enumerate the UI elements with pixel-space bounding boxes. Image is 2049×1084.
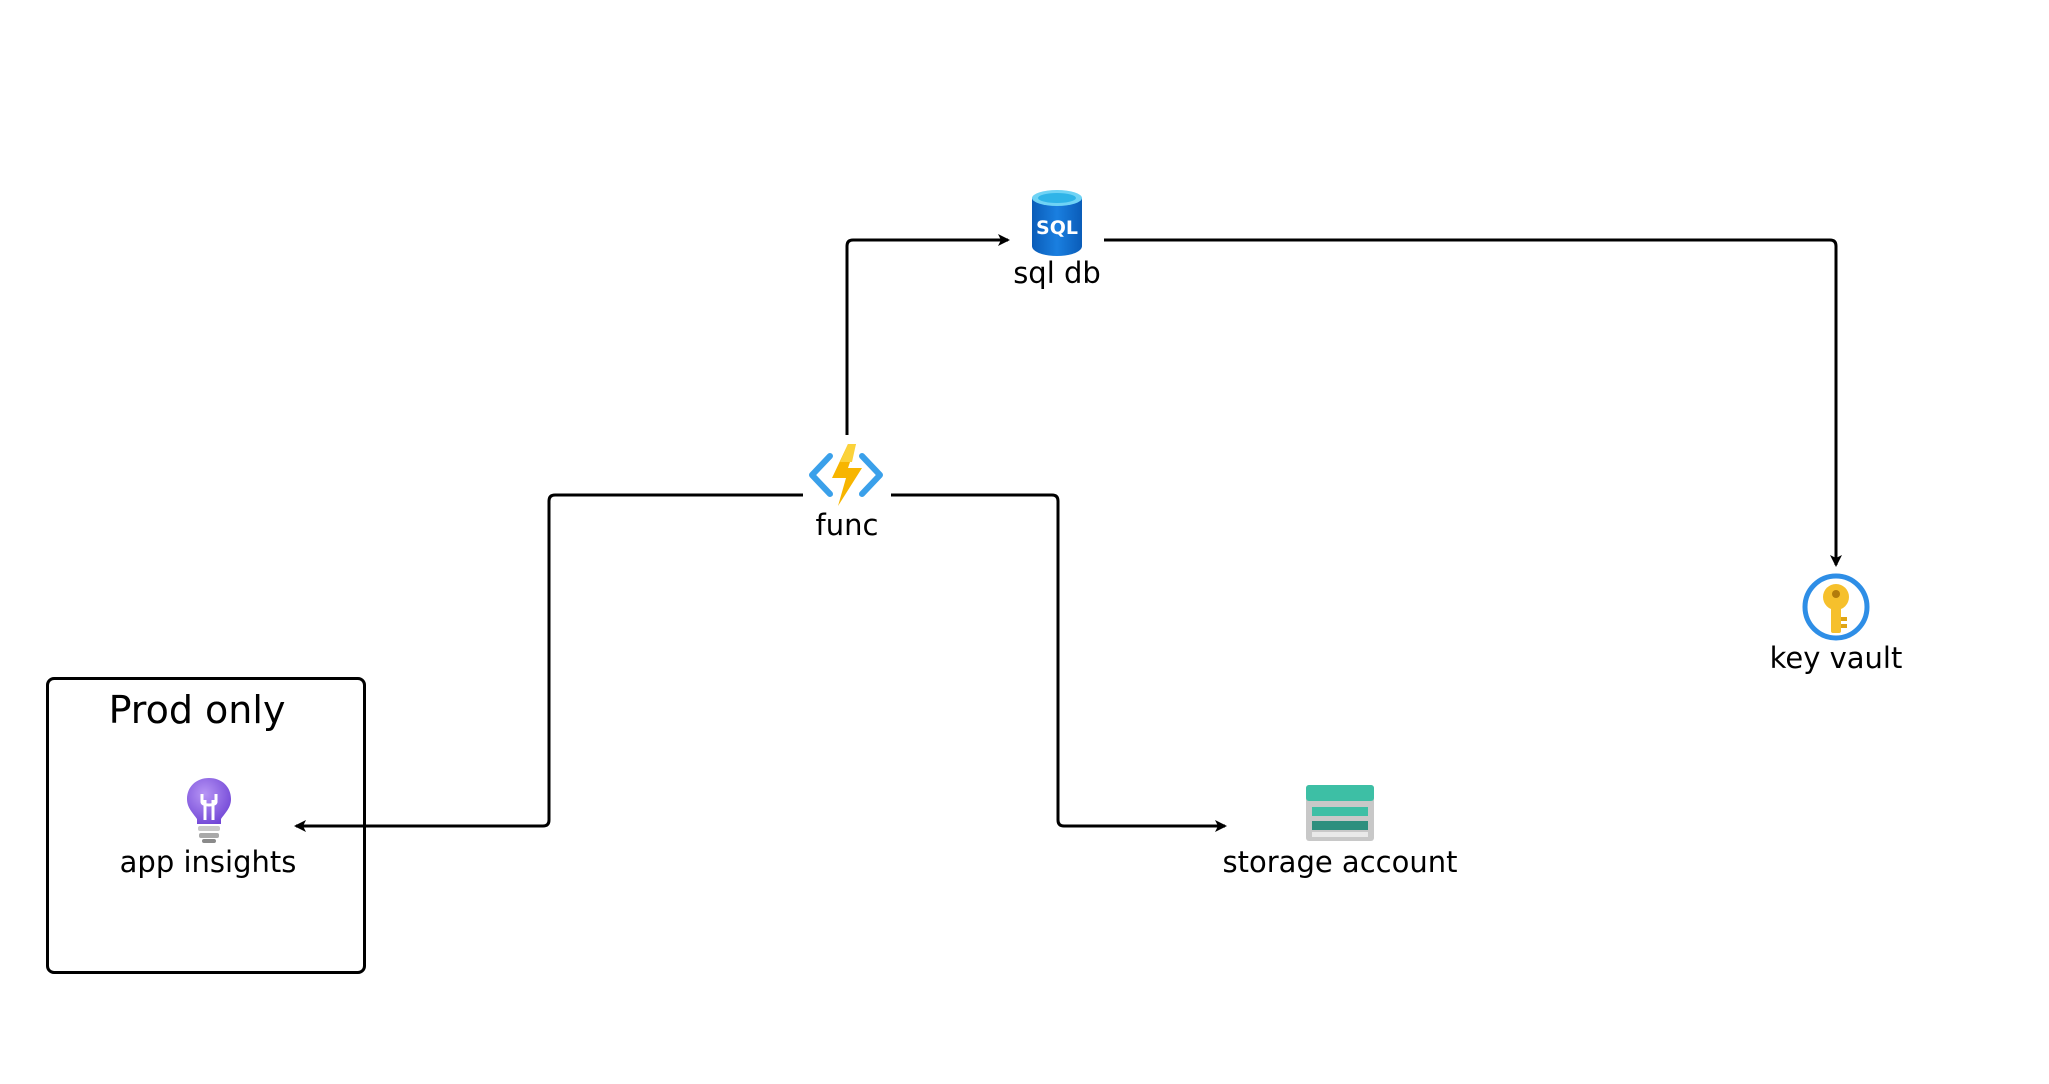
storage-account-label: storage account <box>1222 845 1458 879</box>
storage-account-node[interactable] <box>1306 785 1374 841</box>
key-vault-icon <box>1802 573 1870 641</box>
edge-func-to-storage-account <box>891 493 1227 832</box>
app-insights-label: app insights <box>119 845 297 879</box>
sql-database-icon: SQL <box>1032 190 1082 256</box>
function-app-icon <box>809 444 883 506</box>
edge-func-to-sql-db <box>845 234 1010 435</box>
sql-db-node[interactable]: SQL <box>1030 188 1084 256</box>
app-insights-node[interactable] <box>184 776 234 844</box>
func-node[interactable] <box>808 442 884 508</box>
key-vault-node[interactable] <box>1802 573 1870 641</box>
app-insights-icon <box>187 778 231 843</box>
edge-func-to-app-insights <box>294 493 803 832</box>
storage-account-icon <box>1306 785 1374 841</box>
prod-only-group[interactable]: Prod only <box>46 677 366 974</box>
func-label: func <box>815 508 879 542</box>
sql-db-label: sql db <box>1013 256 1101 290</box>
key-vault-label: key vault <box>1769 641 1903 675</box>
svg-text:SQL: SQL <box>1036 217 1078 239</box>
group-title: Prod only <box>108 688 286 732</box>
edge-sql-db-to-key-vault <box>1104 238 1842 567</box>
